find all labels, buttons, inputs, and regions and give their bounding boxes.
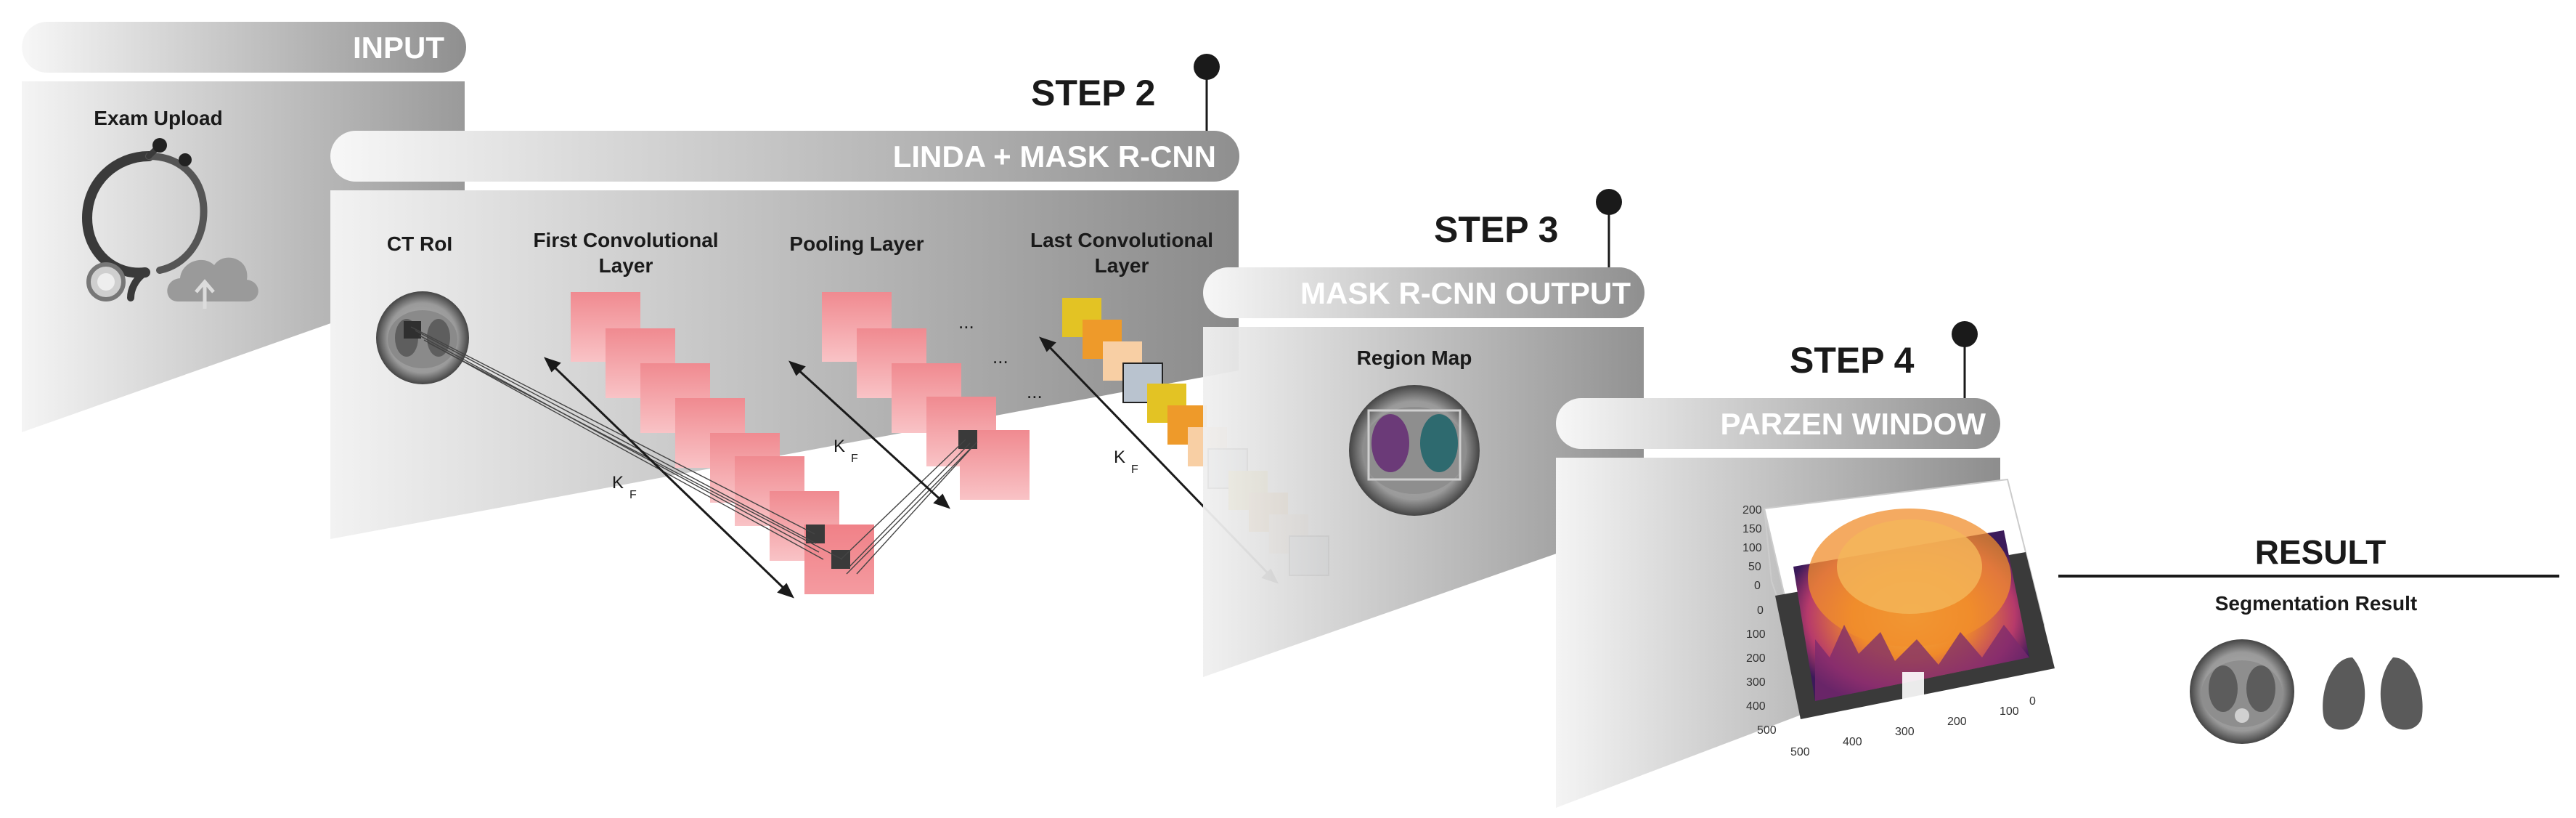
kernel-label-f-3: F <box>1131 463 1138 476</box>
segmentation-ct-image <box>2190 639 2294 744</box>
stethoscope-icon <box>81 138 208 301</box>
first-conv-label-2: Layer <box>599 254 653 277</box>
x-tick-100: 100 <box>2000 705 2019 718</box>
step2-marker-dot <box>1194 54 1220 80</box>
region-map-image <box>1349 385 1480 516</box>
segmentation-mask-image <box>2323 657 2423 730</box>
x-tick-0: 0 <box>2029 695 2036 708</box>
region-map-caption: Region Map <box>1357 347 1472 369</box>
y-tick-300: 300 <box>1746 676 1766 689</box>
connection-lines <box>410 326 978 575</box>
step2-section: LINDA + MASK R-CNN STEP 2 CT RoI First C… <box>330 54 1329 599</box>
x-tick-400: 400 <box>1843 736 1862 748</box>
step3-marker-dot <box>1596 189 1622 215</box>
kernel-label-k-3: K <box>1114 448 1125 467</box>
y-tick-400: 400 <box>1746 700 1766 713</box>
y-tick-200: 200 <box>1746 652 1766 665</box>
step2-title: STEP 2 <box>1031 73 1155 113</box>
plot-tick-labels: 200 150 100 50 0 0 100 200 300 400 500 5… <box>1743 504 2036 758</box>
last-conv-label-1: Last Convolutional <box>1030 229 1213 251</box>
y-tick-100: 100 <box>1746 628 1766 641</box>
first-conv-label-1: First Convolutional <box>533 229 718 251</box>
ct-roi-label: CT RoI <box>387 232 452 255</box>
kernel-labels: K F K F K F <box>612 437 1138 501</box>
step4-header: PARZEN WINDOW <box>1720 407 1986 441</box>
step4-section: PARZEN WINDOW STEP 4 200 150 100 50 0 0 … <box>1556 321 2055 808</box>
step2-panel <box>330 190 1239 539</box>
result-title: RESULT <box>2255 533 2387 571</box>
y-tick-500: 500 <box>1757 724 1777 737</box>
kernel-label-f-2: F <box>851 453 858 465</box>
step2-header: LINDA + MASK R-CNN <box>893 139 1216 174</box>
step4-header-pill <box>1556 398 2000 449</box>
step4-title: STEP 4 <box>1790 340 1915 381</box>
ellipsis-marks: ... ... ... <box>958 311 1043 402</box>
x-tick-200: 200 <box>1947 716 1967 728</box>
step3-title: STEP 3 <box>1434 209 1558 250</box>
ct-roi-image <box>376 291 469 384</box>
ellipsis-3: ... <box>1027 381 1043 402</box>
x-tick-300: 300 <box>1895 726 1915 738</box>
z-tick-100: 100 <box>1743 542 1762 554</box>
step2-header-pill <box>330 131 1239 182</box>
segmentation-result-caption: Segmentation Result <box>2215 592 2417 615</box>
ellipsis-1: ... <box>958 311 974 333</box>
step3-section: MASK R-CNN OUTPUT STEP 3 Region Map <box>1203 189 1644 677</box>
z-tick-200: 200 <box>1743 504 1762 517</box>
pooling-label: Pooling Layer <box>789 232 924 255</box>
kernel-label-k-2: K <box>833 437 845 456</box>
kernel-label-f-1: F <box>629 489 637 501</box>
first-conv-stack <box>571 292 874 594</box>
step3-header: MASK R-CNN OUTPUT <box>1300 276 1631 310</box>
kernel-label-k-1: K <box>612 473 624 493</box>
input-header-pill <box>22 22 466 73</box>
x-tick-500: 500 <box>1790 746 1810 758</box>
step4-marker-dot <box>1952 321 1978 347</box>
parzen-surface-plot <box>1763 478 2055 719</box>
z-tick-0: 0 <box>1754 580 1761 592</box>
step3-header-pill <box>1203 267 1644 318</box>
result-section: RESULT Segmentation Result <box>2058 533 2559 744</box>
ellipsis-2: ... <box>993 346 1008 368</box>
cloud-upload-icon <box>167 257 258 309</box>
y-tick-0: 0 <box>1757 604 1764 617</box>
exam-upload-caption: Exam Upload <box>94 107 222 129</box>
last-conv-label-2: Layer <box>1095 254 1149 277</box>
z-tick-150: 150 <box>1743 523 1762 535</box>
input-header: INPUT <box>353 31 444 65</box>
z-tick-50: 50 <box>1748 561 1761 573</box>
